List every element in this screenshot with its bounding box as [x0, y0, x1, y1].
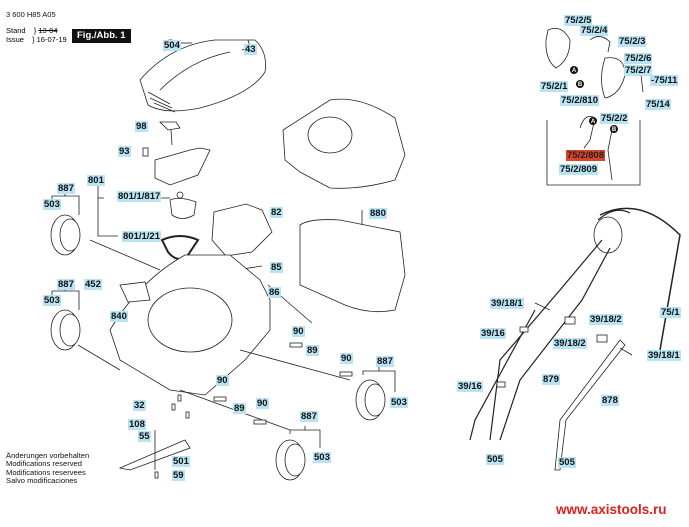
- part-label[interactable]: 39/16: [480, 328, 506, 339]
- revision-block: Stand } 13-04 Issue } 16-07-19: [6, 26, 67, 44]
- wheel-front-left: [50, 214, 81, 256]
- part-label[interactable]: 887: [57, 279, 75, 290]
- part-label[interactable]: 39/18/1: [490, 298, 524, 309]
- part-label[interactable]: 75/2/5: [564, 15, 593, 26]
- part-label[interactable]: 75/2/810: [560, 95, 599, 106]
- part-label[interactable]: 39/16: [457, 381, 483, 392]
- part-label[interactable]: 840: [110, 311, 128, 322]
- part-label[interactable]: 43: [244, 44, 257, 55]
- wheel-front-right: [275, 439, 306, 481]
- part-label[interactable]: 503: [43, 295, 61, 306]
- marker-b: B: [578, 82, 583, 88]
- website-link[interactable]: www.axistools.ru: [556, 502, 667, 517]
- part-label[interactable]: 75/2/1: [540, 81, 569, 92]
- wheel-rear-left: [50, 309, 81, 351]
- flap-part: [119, 281, 151, 303]
- part-label[interactable]: 801/1/817: [117, 191, 162, 202]
- issue-date: 16-07-19: [36, 34, 67, 44]
- part-label[interactable]: 90: [340, 353, 353, 364]
- part-label[interactable]: 39/18/1: [647, 350, 681, 361]
- part-label[interactable]: 75/2/3: [618, 36, 647, 47]
- part-label[interactable]: 452: [84, 279, 102, 290]
- grass-box-lid-part: [282, 98, 406, 189]
- note-de: Änderungen vorbehalten: [6, 451, 90, 460]
- marker-a: A: [572, 68, 577, 74]
- issue-label: Issue: [6, 34, 24, 44]
- marker-circles: [570, 66, 618, 133]
- part-label[interactable]: 86: [268, 287, 281, 298]
- note-fr: Modifications reservees: [6, 467, 86, 477]
- part-label[interactable]: 75/2/7: [624, 65, 653, 76]
- part-label[interactable]: 501: [172, 456, 190, 467]
- part-label[interactable]: 503: [313, 452, 331, 463]
- switch-part: [159, 121, 181, 131]
- part-label[interactable]: 89: [306, 345, 319, 356]
- part-label[interactable]: 505: [486, 454, 504, 465]
- figure-label: Fig./Abb. 1: [72, 29, 131, 43]
- part-label[interactable]: 801: [87, 175, 105, 186]
- note-es: Salvo modificaciones: [6, 476, 78, 486]
- lower-handle-part: [554, 339, 626, 471]
- upper-handle-part: [599, 207, 681, 351]
- switch-box-part: [593, 216, 623, 254]
- part-label[interactable]: 75/14: [645, 99, 671, 110]
- part-label[interactable]: 90: [256, 398, 269, 409]
- modification-notes: Änderungen vorbehalten Modifications res…: [6, 451, 90, 486]
- part-label[interactable]: 55: [138, 431, 151, 442]
- note-en: Modifications reserved: [6, 459, 82, 469]
- part-label[interactable]: 887: [300, 411, 318, 422]
- part-label[interactable]: 89: [233, 403, 246, 414]
- marker-b-detail: B: [612, 127, 617, 133]
- part-label[interactable]: 85: [270, 262, 283, 273]
- part-label[interactable]: 75/2/2: [600, 113, 629, 124]
- part-label[interactable]: 878: [601, 395, 619, 406]
- part-label[interactable]: 90: [216, 375, 229, 386]
- wheel-rear-right: [355, 379, 386, 421]
- motor-cover-part: [139, 39, 266, 112]
- part-label[interactable]: 90: [292, 326, 305, 337]
- motor-housing-part: [154, 147, 211, 186]
- switch-cover-part: [545, 27, 571, 69]
- part-label[interactable]: 879: [542, 374, 560, 385]
- part-label-highlighted[interactable]: 75/2/808: [566, 150, 605, 161]
- part-label[interactable]: 75/1: [660, 307, 681, 318]
- part-label[interactable]: 75/2/809: [559, 164, 598, 175]
- mower-deck-part: [109, 254, 271, 396]
- part-label[interactable]: 880: [369, 208, 387, 219]
- part-label[interactable]: 801/1/21: [122, 231, 161, 242]
- part-label[interactable]: 108: [128, 419, 146, 430]
- part-label[interactable]: 98: [135, 121, 148, 132]
- stand-label: Stand: [6, 26, 26, 35]
- part-label[interactable]: 504: [163, 40, 181, 51]
- part-label[interactable]: -75/11: [650, 75, 679, 86]
- pulley-part: [169, 198, 197, 219]
- cover-plate-part: [211, 203, 273, 257]
- part-label[interactable]: 503: [43, 199, 61, 210]
- grass-box-part: [299, 219, 406, 313]
- part-label[interactable]: 32: [133, 400, 146, 411]
- part-label[interactable]: 75/2/4: [580, 25, 609, 36]
- brush-part: [142, 147, 149, 157]
- part-label[interactable]: 503: [390, 397, 408, 408]
- old-date: 13-04: [38, 26, 58, 35]
- part-label[interactable]: 39/18/2: [553, 338, 587, 349]
- part-label[interactable]: 59: [172, 470, 185, 481]
- part-label[interactable]: 887: [376, 356, 394, 367]
- part-label[interactable]: 93: [118, 146, 131, 157]
- part-label[interactable]: 82: [270, 207, 283, 218]
- marker-a-detail: A: [591, 119, 596, 125]
- part-label[interactable]: 39/18/2: [589, 314, 623, 325]
- part-label[interactable]: 887: [57, 183, 75, 194]
- document-number: 3 600 H85 A05: [6, 10, 56, 19]
- part-label[interactable]: 505: [558, 457, 576, 468]
- part-label[interactable]: 75/2/6: [624, 53, 653, 64]
